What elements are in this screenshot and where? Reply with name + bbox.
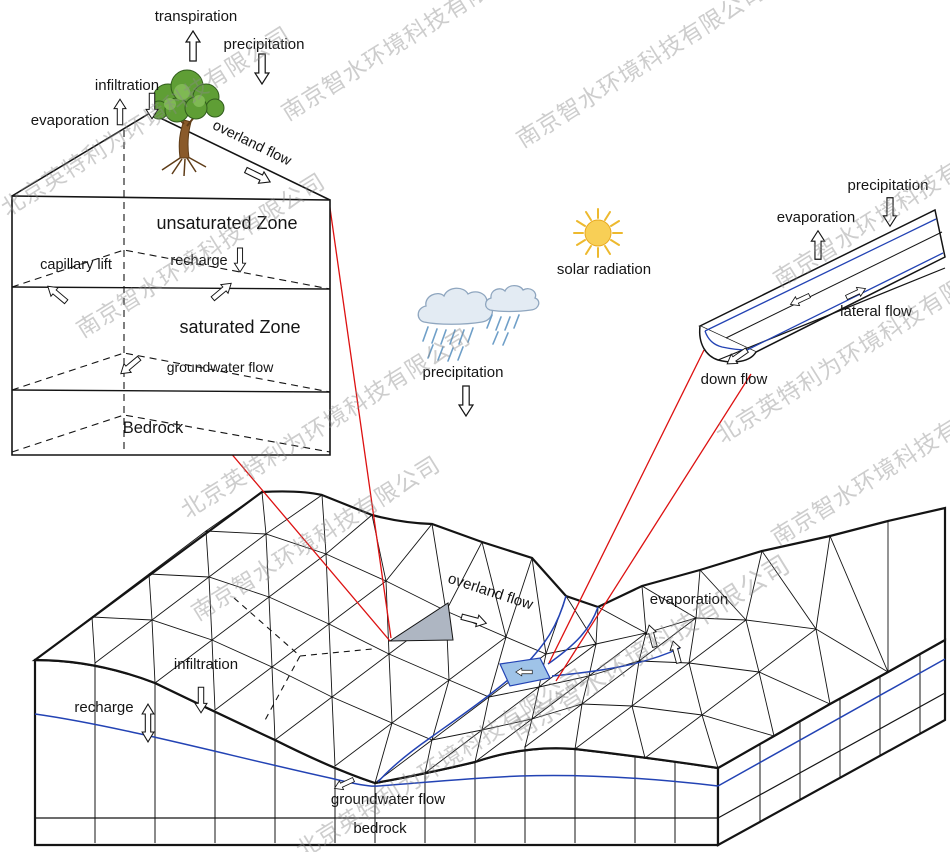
bedrock-boundary-line [35,692,946,819]
label-bedrock-column: Bedrock [123,419,184,437]
front-face-columns [94,662,676,843]
watermark-text: 南京智水环境科技有限公司 [277,0,535,126]
label-groundwater-flow-terrain: groundwater flow [331,791,445,808]
highlighted-triangle-element [388,602,454,642]
zone-boundary-lines [11,286,331,393]
rain-streaks [422,314,520,362]
label-precipitation-channel: precipitation [848,177,929,194]
channel-bottom-edge [717,267,946,361]
right-face-columns [759,654,921,822]
sun-icon [573,208,623,258]
label-precipitation-sky: precipitation [423,364,504,381]
label-solar-radiation: solar radiation [557,261,651,278]
precipitation-arrow-sky [458,385,474,417]
label-infiltration-terrain: infiltration [174,656,238,673]
label-saturated-zone: saturated Zone [179,317,300,337]
channel-centerline [725,231,943,339]
label-evaporation-column: evaporation [31,112,109,129]
terrain-block [31,490,947,847]
label-lateral-flow: lateral flow [840,303,912,320]
transpiration-arrow [185,30,201,62]
label-capillary-lift: capillary lift [40,257,112,273]
label-precipitation-column: precipitation [224,36,305,53]
label-unsaturated-zone: unsaturated Zone [156,213,297,233]
label-down-flow: down flow [701,371,768,388]
channel-detail [698,208,946,363]
soil-column-detail [11,112,331,456]
label-evaporation-terrain: evaporation [650,591,728,608]
water-table-lines [34,658,946,787]
label-evaporation-channel: evaporation [777,209,855,226]
label-recharge-terrain: recharge [74,699,133,716]
label-transpiration: transpiration [155,8,238,25]
label-infiltration-column: infiltration [95,77,159,94]
rain-cloud-icon [417,284,540,362]
hidden-edge-dashed-lines [11,130,331,453]
label-bedrock-terrain: bedrock [353,820,407,837]
label-groundwater-flow-column: groundwater flow [167,359,275,375]
mesh-dashed-lines [233,597,373,723]
tree-icon [149,69,225,177]
watermark-text: 南京智水环境科技有限公司 [512,0,770,153]
label-recharge-column: recharge [170,253,227,269]
river-network [377,595,681,783]
